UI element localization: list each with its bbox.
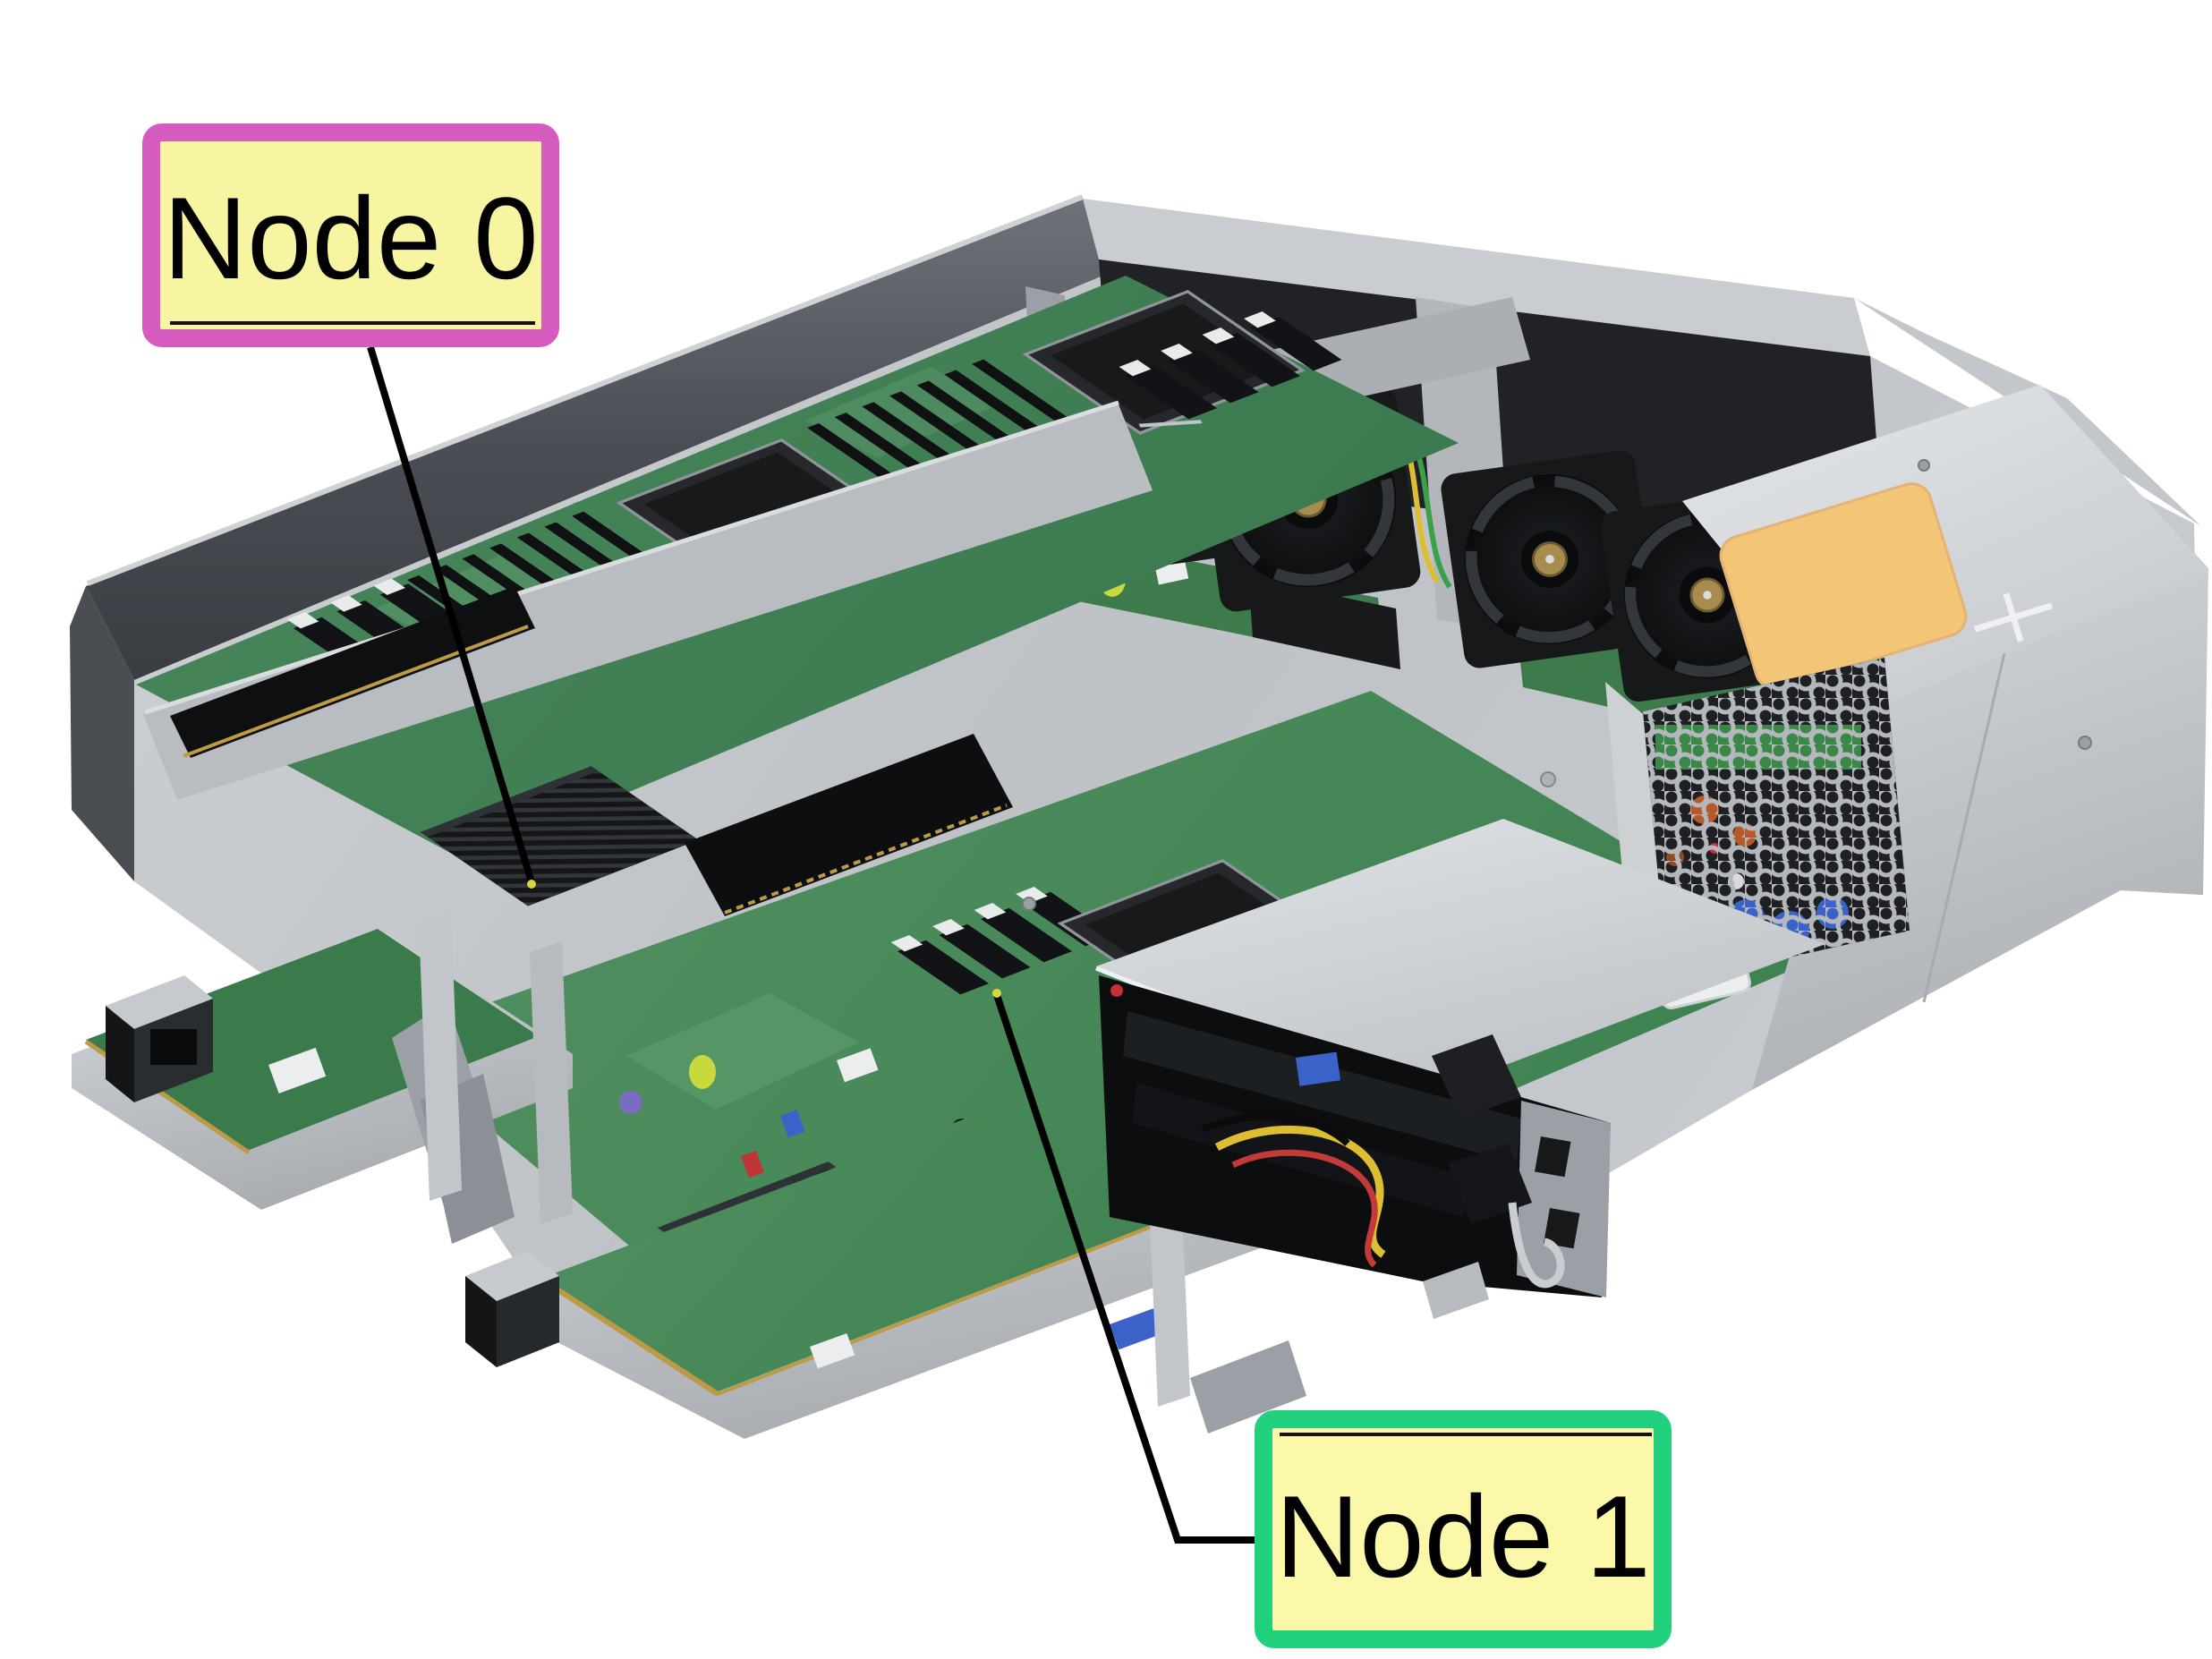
drive-cage <box>1095 819 1825 1319</box>
retention-clamp <box>1190 1340 1306 1434</box>
psu-label-orange <box>1719 482 1968 690</box>
drive-blue-tab <box>1296 1051 1341 1086</box>
bracket-strip <box>530 941 573 1224</box>
mid-wall-top-edge <box>144 400 1119 715</box>
psu-hex-vent <box>1643 658 1910 984</box>
node1-leader-line <box>993 993 1255 1544</box>
riser-gold-pins <box>183 625 529 758</box>
server-chassis-photo <box>70 194 2208 1439</box>
blue-jumper <box>780 1110 805 1138</box>
rj45-port <box>465 1251 559 1367</box>
drive-slab <box>1132 1083 1468 1217</box>
post-cutout <box>1544 1208 1580 1249</box>
white-connector <box>836 1048 879 1083</box>
cage-latch <box>1432 1034 1521 1119</box>
capacitor-purple <box>619 1091 642 1114</box>
screw <box>1022 897 1036 911</box>
cable-black <box>1201 1112 1350 1146</box>
white-connector <box>810 1332 855 1369</box>
riser-gold-pins <box>724 804 1008 915</box>
post-cutout <box>1535 1136 1571 1178</box>
node0-label-text: Node 0 <box>163 173 538 303</box>
board-label <box>268 1047 327 1093</box>
pcb-gold-edge <box>540 1277 719 1397</box>
node0-leader-tip <box>527 880 536 889</box>
node0-annotation: Node 0 <box>142 123 559 889</box>
standoff-lime <box>689 1055 716 1089</box>
cable-red <box>1231 1149 1378 1268</box>
rear-wall <box>86 199 1120 680</box>
node0-label-box <box>142 123 559 347</box>
pcb-trace-patch <box>626 993 859 1110</box>
rear-wall-top-edge <box>86 194 1085 586</box>
node0-tray <box>72 911 573 1244</box>
rear-flange <box>1083 199 1870 356</box>
drive-slab <box>1123 1011 1521 1163</box>
mid-wall-front <box>143 404 1153 800</box>
left-wall-end <box>70 586 134 881</box>
node1-leader-tip <box>992 989 1001 998</box>
cage-led <box>1110 984 1123 997</box>
psu-emboss <box>1973 592 2054 642</box>
wire-handle <box>1508 1202 1565 1289</box>
cage-top-face <box>1096 819 1825 1096</box>
node1-annotation: Node 1 <box>992 989 1672 1648</box>
psu-side-face <box>1752 568 2208 1090</box>
node0-leader-line <box>367 345 535 884</box>
pcb-trace-patch <box>805 367 1002 458</box>
node1-label-box <box>1255 1410 1672 1648</box>
tray-pcb <box>542 1063 1283 1392</box>
rj45-port <box>106 975 213 1102</box>
screw <box>2078 736 2092 750</box>
bracket-strip <box>419 911 462 1201</box>
psu-seam <box>1922 652 2006 1003</box>
riser-slot <box>170 586 535 758</box>
blue-connector <box>1110 1308 1163 1350</box>
annotations: Node 0 Node 1 <box>142 123 1672 1648</box>
node1-label-text: Node 1 <box>1275 1471 1650 1602</box>
red-jumper <box>741 1150 764 1178</box>
fan-3 <box>1434 450 1662 677</box>
cage-foot-latch <box>1423 1262 1489 1319</box>
screw <box>1918 459 1930 472</box>
node1-riser-slot <box>685 734 1013 916</box>
standoff-screw <box>1540 771 1556 787</box>
